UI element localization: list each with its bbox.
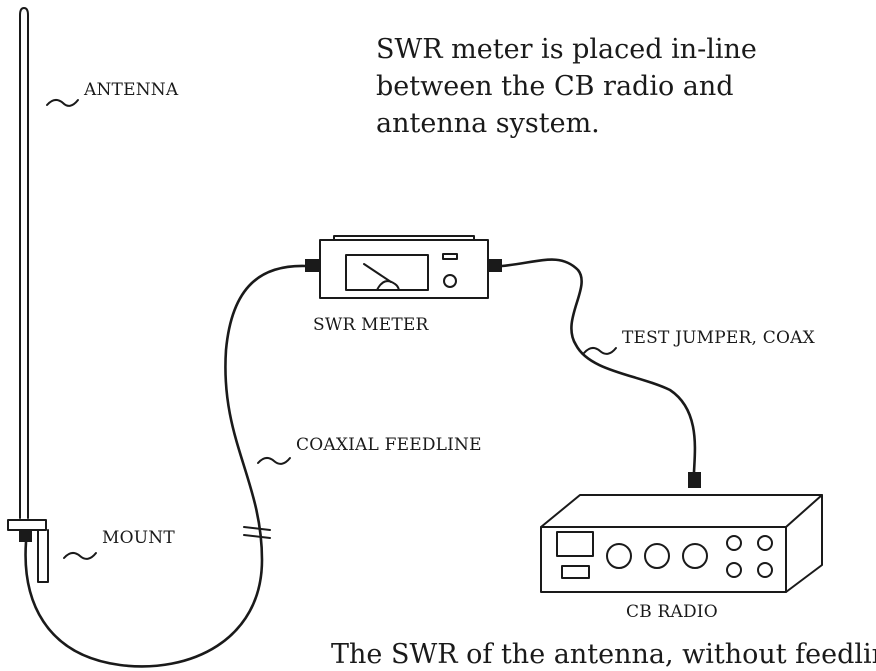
test-jumper-connector: [688, 472, 701, 488]
swr-meter-knob: [443, 274, 457, 288]
cb-radio-edges: [540, 494, 823, 593]
antenna-label: ANTENNA: [83, 80, 179, 100]
swr-meter-dial: [345, 254, 429, 291]
footer-text: The SWR of the antenna, without feedline: [331, 639, 876, 670]
cb-radio-small-knob-1: [726, 535, 742, 551]
test-jumper-cable: [500, 258, 697, 474]
intro-text: SWR meter is placed in-line between the …: [376, 34, 757, 139]
cb-radio-label: CB RADIO: [626, 602, 718, 622]
antenna-leader: [46, 99, 79, 107]
cb-radio-display: [556, 531, 594, 557]
mount-plate: [7, 519, 47, 531]
cb-radio-small-knob-4: [757, 562, 773, 578]
test-jumper-leader: [583, 347, 617, 355]
feedline-leader: [257, 457, 291, 465]
cb-radio-knob-3: [682, 543, 708, 569]
cb-radio-knob-1: [606, 543, 632, 569]
test-jumper-label: TEST JUMPER, COAX: [622, 328, 816, 348]
swr-meter-arc: [376, 280, 400, 291]
swr-meter-needle: [363, 263, 392, 283]
swr-meter-input-connector: [305, 259, 320, 272]
mount: MOUNT: [7, 519, 175, 583]
mount-connector: [19, 530, 32, 542]
test-jumper: TEST JUMPER, COAX: [500, 258, 816, 488]
mount-leader: [63, 552, 97, 560]
cb-radio-badge: [561, 565, 590, 579]
cb-radio-small-knob-2: [757, 535, 773, 551]
antenna-whip: [19, 7, 29, 519]
swr-meter-label: SWR METER: [313, 315, 429, 335]
cb-radio-small-knob-3: [726, 562, 742, 578]
cb-radio-knob-2: [644, 543, 670, 569]
intro-line-2: between the CB radio and: [376, 71, 734, 102]
intro-line-1: SWR meter is placed in-line: [376, 34, 757, 65]
feedline-label: COAXIAL FEEDLINE: [296, 435, 482, 455]
swr-meter-output-connector: [488, 259, 502, 272]
intro-line-3: antenna system.: [376, 108, 600, 139]
mount-label: MOUNT: [102, 528, 175, 548]
feedline-cable: [24, 264, 307, 668]
antenna: ANTENNA: [19, 7, 179, 519]
swr-meter: SWR METER: [305, 235, 502, 335]
swr-meter-switch: [442, 253, 458, 260]
cb-radio: CB RADIO: [540, 494, 823, 622]
swr-meter-top-edge: [333, 235, 475, 241]
cb-radio-outline: [540, 494, 823, 593]
mount-bracket: [37, 529, 49, 583]
coaxial-feedline: COAXIAL FEEDLINE: [24, 264, 482, 668]
feedline-break-mark: [243, 526, 271, 539]
